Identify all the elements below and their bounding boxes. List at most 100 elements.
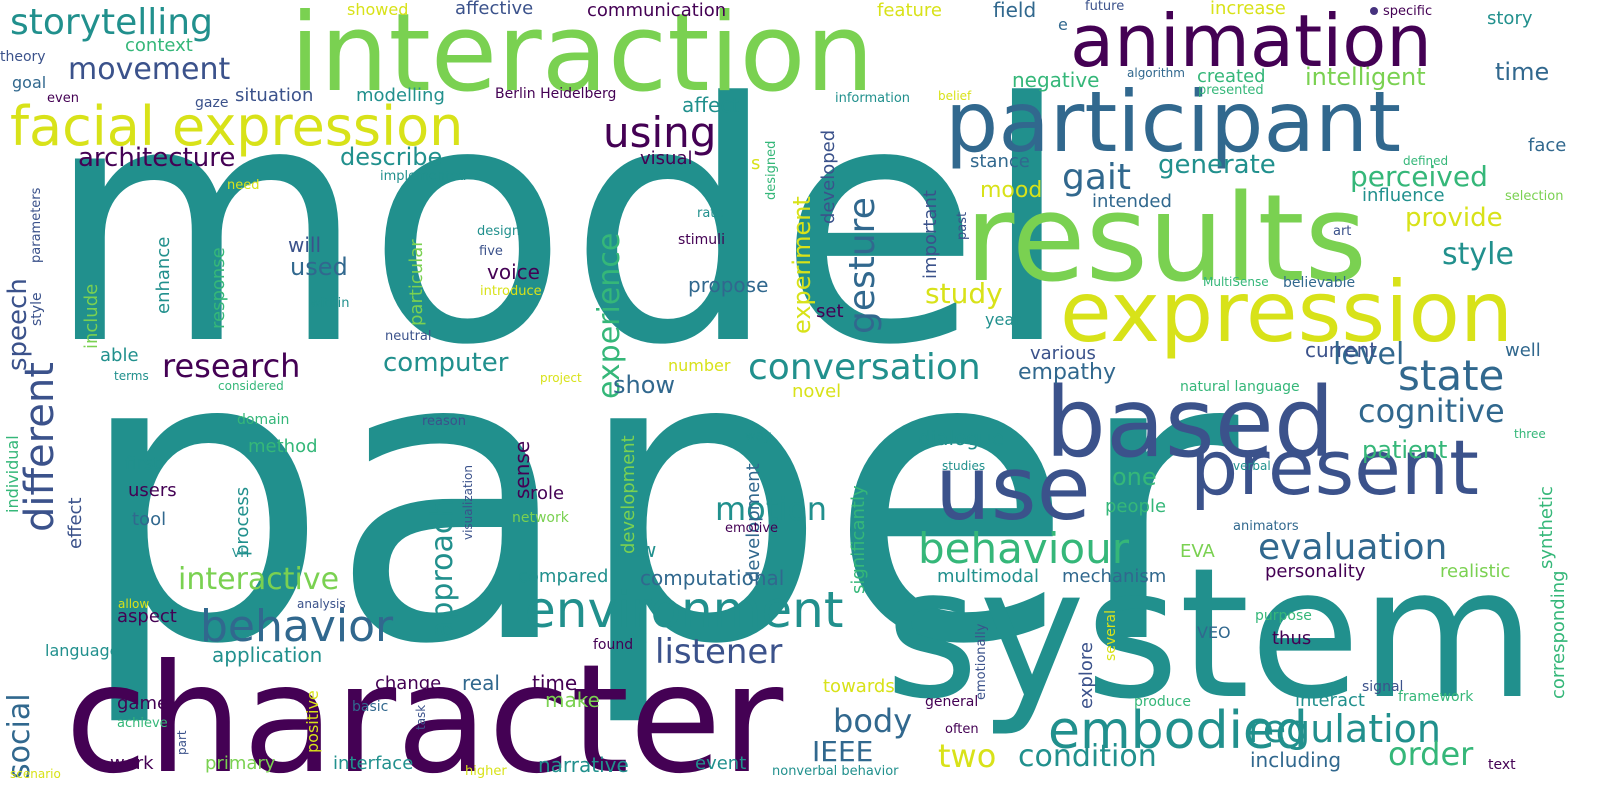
cloud-word-stance: stance [970,151,1030,172]
cloud-word-developed: developed [818,130,839,225]
cloud-word-current: current [1305,338,1378,362]
cloud-word-users: users [128,480,177,501]
cloud-word-environment: environment [525,581,844,639]
cloud-word-face: face [1528,135,1567,156]
cloud-word-method: method [248,436,318,457]
cloud-word-feature: feature [877,0,942,21]
cloud-word-story: story [1487,8,1533,29]
cloud-word-often: often [945,722,979,737]
cloud-word-three: three [1514,427,1546,441]
cloud-word-different: different [17,362,63,532]
cloud-word-corresponding: corresponding [1548,570,1569,700]
cloud-word-time: time [1495,58,1550,86]
cloud-word-multimodal: multimodal [937,566,1040,587]
cloud-word-provide: provide [1405,203,1503,233]
cloud-word-architecture: architecture [78,143,236,173]
cloud-word-situation: situation [235,85,314,106]
cloud-word-five: five [479,244,503,259]
cloud-word-describe: describe [340,143,443,171]
cloud-word-interactive: interactive [178,562,340,597]
cloud-word-voice: voice [487,260,540,284]
cloud-word-one: one [1112,463,1157,491]
cloud-word-increase: increase [1210,0,1286,19]
cloud-word-way: way [745,429,772,444]
cloud-word-defined: defined [1403,154,1449,168]
cloud-word-past: past [955,212,970,241]
cloud-word-several: several [1103,610,1119,662]
cloud-word-communication: communication [587,0,727,21]
cloud-word-gait: gait [1062,157,1132,198]
cloud-word-two: two [938,737,997,775]
cloud-word-goal: goal [12,73,47,92]
cloud-word-time: time [532,671,578,695]
cloud-word-future: future [1085,0,1125,14]
cloud-word-thus: thus [1272,628,1312,649]
cloud-word-character: character [65,633,784,800]
cloud-word-cognitive: cognitive [1358,392,1505,430]
cloud-word-veo: VEO [1197,623,1231,642]
cloud-word-presented: presented [1198,83,1264,98]
cloud-word-enhance: enhance [153,237,174,315]
cloud-word-purpose: purpose [1255,608,1312,624]
dot-mark [1370,7,1378,15]
cloud-word-achieve: achieve [117,716,168,731]
cloud-word-make: make [545,688,600,712]
cloud-word-towards: towards [823,676,895,697]
cloud-word-expression: expression [1060,263,1514,361]
cloud-word-important: important [920,190,941,280]
cloud-word-algorithm: algorithm [1127,66,1185,80]
cloud-word-theory: theory [0,49,46,65]
cloud-word-network: network [512,510,569,526]
cloud-word-number: number [668,356,731,375]
cloud-word-terms: terms [114,369,149,383]
cloud-word-significantly: significantly [848,485,869,595]
cloud-word-dialogue: dialogue [918,426,1004,450]
cloud-word-real: real [462,671,500,695]
cloud-word-body: body [833,702,913,740]
cloud-word-mechanism: mechanism [1062,566,1167,587]
cloud-word-context: context [125,35,193,56]
cloud-word-considered: considered [218,379,284,393]
cloud-word-state: state [1398,351,1505,400]
cloud-word-present: present [1190,423,1479,512]
cloud-word-field: field [993,0,1037,22]
cloud-word-level: level [1333,337,1405,372]
cloud-word-higher: higher [465,764,507,779]
cloud-word-conversation: conversation [748,347,981,388]
cloud-word-individual: individual [3,435,22,513]
cloud-word-signal: signal [1362,679,1404,695]
cloud-word-language: language [45,641,120,660]
cloud-word-motion: motion [715,490,828,528]
cloud-word-compared: compared [518,566,609,587]
cloud-word-realistic: realistic [1440,561,1511,582]
cloud-word-natural-language: natural language [1180,379,1300,395]
cloud-word-gesture: gesture [842,196,883,334]
cloud-word-empathy: empathy [1018,360,1117,385]
cloud-word-order: order [1388,735,1474,773]
cloud-word-used: used [290,253,348,281]
cloud-word-specific: specific [1383,4,1433,19]
cloud-word-based: based [1045,367,1335,479]
cloud-word-computational: computational [640,566,785,590]
cloud-word-research: research [162,347,301,385]
cloud-word-analysis: analysis [297,597,346,611]
cloud-word-ieee: IEEE [812,735,874,768]
cloud-word-novel: novel [792,381,842,402]
cloud-word-task: task [414,704,428,730]
cloud-word-selection: selection [1505,189,1564,204]
cloud-word-propose: propose [688,273,769,297]
cloud-word-include: include [81,284,102,350]
cloud-word-eva: EVA [1180,541,1215,562]
cloud-word-believable: believable [1283,275,1356,291]
cloud-word-role: role [530,483,565,504]
cloud-word-narrative: narrative [538,753,629,777]
cloud-word-people: people [1105,496,1167,517]
cloud-word-computer: computer [383,348,509,378]
cloud-word-allow: allow [118,597,150,611]
cloud-word-found: found [593,637,634,653]
cloud-word-negative: negative [1012,68,1100,92]
cloud-word-reason: reason [422,414,466,429]
cloud-word-affective: affective [455,0,534,19]
cloud-word-set: set [816,301,844,322]
